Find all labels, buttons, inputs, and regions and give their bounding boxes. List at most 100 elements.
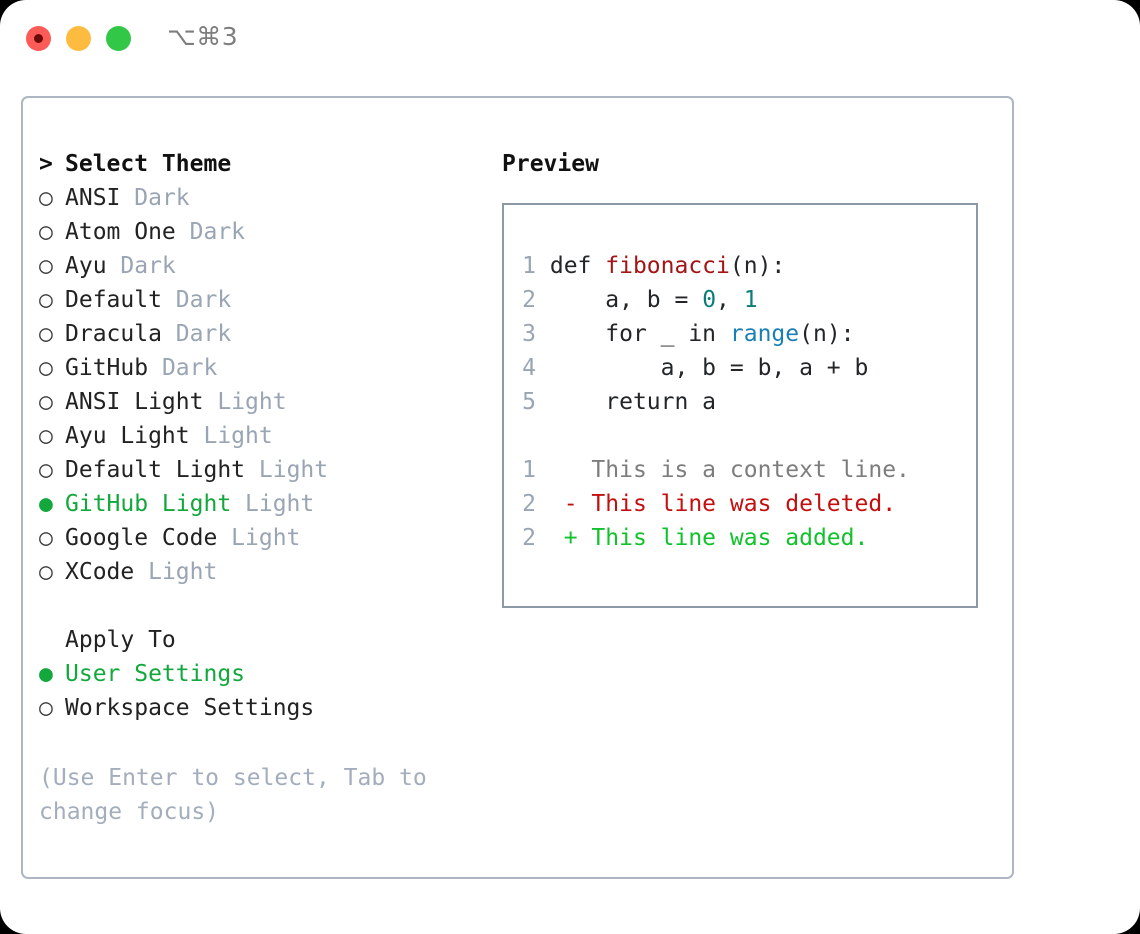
theme-name: ANSI Light (65, 389, 218, 415)
line-number: 3 (522, 321, 536, 347)
apply-to-option[interactable]: ○ Workspace Settings (39, 691, 479, 725)
radio-selected-icon[interactable]: ● (39, 661, 67, 687)
apply-to-option[interactable]: ● User Settings (39, 657, 479, 691)
theme-list-item[interactable]: ○ Ayu Dark (39, 249, 479, 283)
radio-unselected-icon[interactable]: ○ (39, 321, 67, 347)
theme-list-item[interactable]: ○ Dracula Dark (39, 317, 479, 351)
theme-name: Ayu Light (65, 423, 204, 449)
theme-list-item[interactable]: ○ GitHub Dark (39, 351, 479, 385)
theme-list[interactable]: ○ ANSI Dark○ Atom One Dark○ Ayu Dark○ De… (39, 181, 479, 589)
code-token: a, b = (549, 287, 703, 313)
radio-unselected-icon[interactable]: ○ (39, 695, 67, 721)
diff-line: 1 This is a context line. (522, 453, 976, 487)
theme-list-item[interactable]: ○ Ayu Light Light (39, 419, 479, 453)
maximize-button[interactable] (106, 26, 131, 51)
theme-variant-tag: Light (231, 525, 301, 551)
radio-unselected-icon[interactable]: ○ (39, 219, 67, 245)
radio-unselected-icon[interactable]: ○ (39, 253, 67, 279)
theme-list-item[interactable]: ○ XCode Light (39, 555, 479, 589)
line-number: 1 (522, 253, 536, 279)
code-token: range (729, 321, 800, 347)
theme-variant-tag: Light (245, 491, 315, 517)
diff-sample: 1 This is a context line.2 - This line w… (522, 453, 976, 555)
theme-name: Default (65, 287, 176, 313)
diff-text: This line was added. (591, 525, 869, 551)
diff-text: This is a context line. (591, 457, 910, 483)
theme-variant-tag: Light (148, 559, 218, 585)
code-token: 1 (743, 287, 758, 313)
radio-unselected-icon[interactable]: ○ (39, 355, 67, 381)
apply-to-option-label: Workspace Settings (65, 695, 315, 721)
radio-unselected-icon[interactable]: ○ (39, 525, 67, 551)
keyboard-shortcut-label: ⌥⌘3 (167, 22, 239, 51)
radio-unselected-icon[interactable]: ○ (39, 185, 67, 211)
theme-name: Dracula (65, 321, 176, 347)
code-token: a, b = b, a + b (549, 355, 869, 381)
apply-to-option-label: User Settings (65, 661, 246, 687)
theme-list-item[interactable]: ○ ANSI Light Light (39, 385, 479, 419)
line-number: 1 (522, 457, 536, 483)
apply-to-group: Apply To ● User Settings○ Workspace Sett… (39, 623, 479, 725)
diff-line: 2 - This line was deleted. (522, 487, 976, 521)
theme-variant-tag: Dark (134, 185, 190, 211)
preview-column: Preview 1 def fibonacci(n):2 a, b = 0, 1… (502, 147, 992, 608)
theme-variant-tag: Dark (161, 355, 218, 381)
line-number: 2 (522, 491, 536, 517)
theme-name: GitHub Light (65, 491, 246, 517)
keyboard-hint-text: (Use Enter to select, Tab to change focu… (39, 765, 427, 825)
code-token: return a (549, 389, 717, 415)
code-diff-separator (522, 419, 976, 453)
theme-list-item[interactable]: ● GitHub Light Light (39, 487, 479, 521)
radio-unselected-icon[interactable]: ○ (39, 287, 67, 313)
theme-variant-tag: Dark (175, 321, 232, 347)
code-token: for _ in (549, 321, 730, 347)
select-theme-header: > Select Theme (39, 147, 479, 181)
apply-to-header: Apply To (39, 623, 479, 657)
radio-unselected-icon[interactable]: ○ (39, 457, 67, 483)
theme-list-item[interactable]: ○ Default Light Light (39, 453, 479, 487)
line-number: 5 (522, 389, 536, 415)
diff-line: 2 + This line was added. (522, 521, 976, 555)
code-token: def (549, 253, 606, 279)
theme-list-item[interactable]: ○ ANSI Dark (39, 181, 479, 215)
line-number: 4 (522, 355, 536, 381)
select-theme-header-label: Select Theme (65, 151, 232, 177)
theme-name: Atom One (65, 219, 190, 245)
diff-text: This line was deleted. (591, 491, 897, 517)
theme-selector-column: > Select Theme ○ ANSI Dark○ Atom One Dar… (39, 147, 479, 829)
close-button[interactable] (26, 26, 51, 51)
code-token: fibonacci (605, 253, 730, 279)
radio-unselected-icon[interactable]: ○ (39, 559, 67, 585)
diff-marker: + (549, 525, 592, 551)
theme-name: XCode (65, 559, 149, 585)
theme-name: Default Light (65, 457, 259, 483)
diff-marker (550, 457, 592, 483)
code-line: 5 return a (522, 385, 976, 419)
theme-list-item[interactable]: ○ Atom One Dark (39, 215, 479, 249)
window-titlebar: ⌥⌘3 (0, 0, 1140, 78)
minimize-button[interactable] (66, 26, 91, 51)
apply-to-indent (39, 623, 65, 657)
code-token: (n): (799, 321, 855, 347)
radio-unselected-icon[interactable]: ○ (39, 423, 67, 449)
radio-unselected-icon[interactable]: ○ (39, 389, 67, 415)
code-token: , (716, 287, 744, 313)
theme-list-item[interactable]: ○ Default Dark (39, 283, 479, 317)
theme-list-item[interactable]: ○ Google Code Light (39, 521, 479, 555)
theme-variant-tag: Dark (120, 253, 176, 279)
code-token: 0 (702, 287, 717, 313)
apply-to-header-label: Apply To (65, 627, 176, 653)
theme-variant-tag: Light (217, 389, 287, 415)
code-line: 1 def fibonacci(n): (522, 249, 976, 283)
theme-variant-tag: Light (203, 423, 273, 449)
code-token: (n): (729, 253, 786, 279)
line-number: 2 (522, 287, 536, 313)
theme-name: GitHub (65, 355, 162, 381)
theme-name: ANSI (65, 185, 135, 211)
apply-to-options[interactable]: ● User Settings○ Workspace Settings (39, 657, 479, 725)
theme-name: Ayu (65, 253, 121, 279)
radio-selected-icon[interactable]: ● (39, 491, 67, 517)
